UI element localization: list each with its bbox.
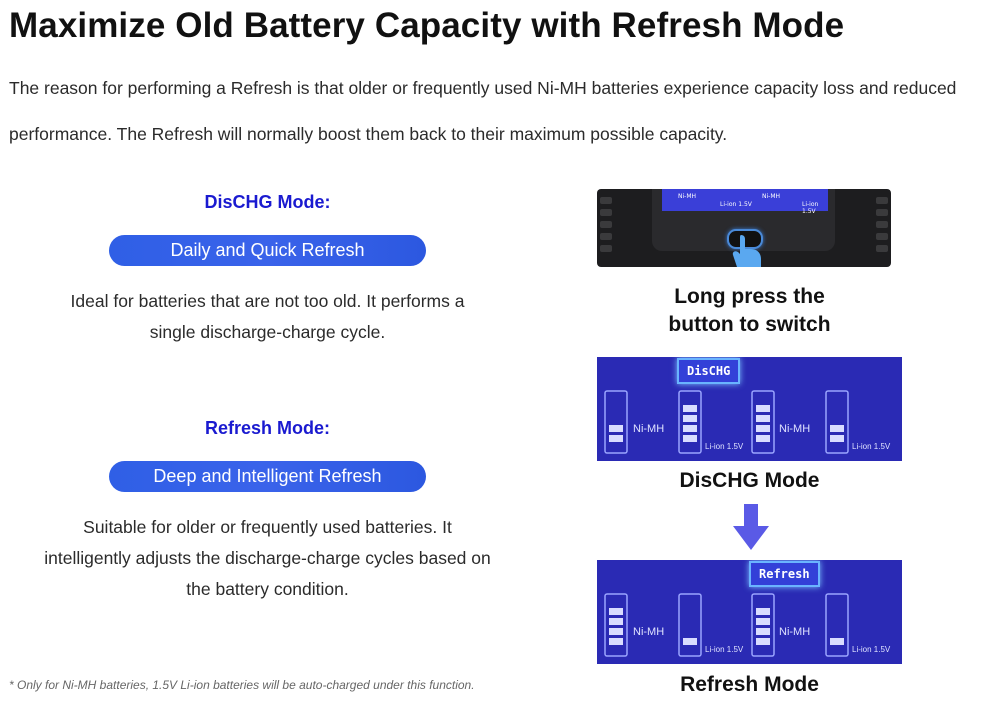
vent-fin bbox=[876, 245, 888, 252]
charger-device-image: Ni-MH Li-ion 1.5V Ni-MH Li-ion 1.5V bbox=[597, 189, 891, 267]
screen-label: Li-ion 1.5V bbox=[705, 442, 744, 451]
dischg-tag: DisCHG bbox=[677, 358, 741, 384]
battery-slots-icon bbox=[604, 593, 849, 657]
lcd-label: Li-ion 1.5V bbox=[802, 201, 819, 215]
vent-fin bbox=[876, 197, 888, 204]
refresh-mode-heading: Refresh Mode: bbox=[204, 418, 330, 438]
vent-fin bbox=[600, 197, 612, 204]
screen-label: Ni-MH bbox=[779, 626, 811, 638]
lcd-label: Ni-MH bbox=[762, 193, 781, 200]
dischg-mode-heading: DisCHG Mode: bbox=[204, 192, 331, 212]
intro-paragraph: The reason for performing a Refresh is t… bbox=[9, 78, 957, 144]
page-title: Maximize Old Battery Capacity with Refre… bbox=[9, 6, 845, 45]
footnote: * Only for Ni-MH batteries, 1.5V Li-ion … bbox=[9, 678, 475, 692]
dischg-screen: DisCHG Ni-MH Li-ion 1.5V Ni-MH Li-ion 1.… bbox=[597, 357, 902, 461]
vent-fin bbox=[600, 233, 612, 240]
lcd-label: Li-ion 1.5V bbox=[720, 201, 752, 208]
dischg-mode-pill: Daily and Quick Refresh bbox=[109, 235, 426, 266]
switch-caption: Long press the button to switch bbox=[597, 283, 902, 339]
vent-fin bbox=[876, 221, 888, 228]
screen-label: Ni-MH bbox=[633, 423, 665, 435]
dischg-caption: DisCHG Mode bbox=[679, 469, 820, 492]
screen-label: Ni-MH bbox=[779, 423, 811, 435]
battery-slots-icon bbox=[604, 390, 849, 454]
lcd-label: Ni-MH bbox=[678, 193, 697, 200]
switch-caption-line2: button to switch bbox=[668, 313, 831, 336]
refresh-mode-section: Refresh Mode: Deep and Intelligent Refre… bbox=[30, 415, 505, 605]
vent-fin bbox=[876, 233, 888, 240]
vent-fin bbox=[600, 209, 612, 216]
device-lcd: Ni-MH Li-ion 1.5V Ni-MH Li-ion 1.5V bbox=[662, 189, 828, 215]
screen-label: Ni-MH bbox=[633, 626, 665, 638]
vent-fin bbox=[876, 209, 888, 216]
refresh-caption: Refresh Mode bbox=[680, 673, 819, 696]
switch-caption-line1: Long press the bbox=[674, 285, 825, 308]
refresh-mode-description: Suitable for older or frequently used ba… bbox=[44, 517, 491, 599]
vent-fin bbox=[600, 245, 612, 252]
refresh-tag: Refresh bbox=[749, 561, 820, 587]
finger-press-icon bbox=[732, 235, 761, 267]
screen-label: Li-ion 1.5V bbox=[705, 645, 744, 654]
dischg-mode-description: Ideal for batteries that are not too old… bbox=[70, 291, 465, 342]
screen-label: Li-ion 1.5V bbox=[852, 645, 891, 654]
arrow-down-icon bbox=[733, 504, 769, 550]
refresh-mode-pill: Deep and Intelligent Refresh bbox=[109, 461, 426, 492]
refresh-screen: Refresh Ni-MH Li-ion 1.5V Ni-MH Li-ion 1… bbox=[597, 560, 902, 664]
dischg-mode-section: DisCHG Mode: Daily and Quick Refresh Ide… bbox=[30, 189, 505, 348]
vent-fin bbox=[600, 221, 612, 228]
screen-label: Li-ion 1.5V bbox=[852, 442, 891, 451]
